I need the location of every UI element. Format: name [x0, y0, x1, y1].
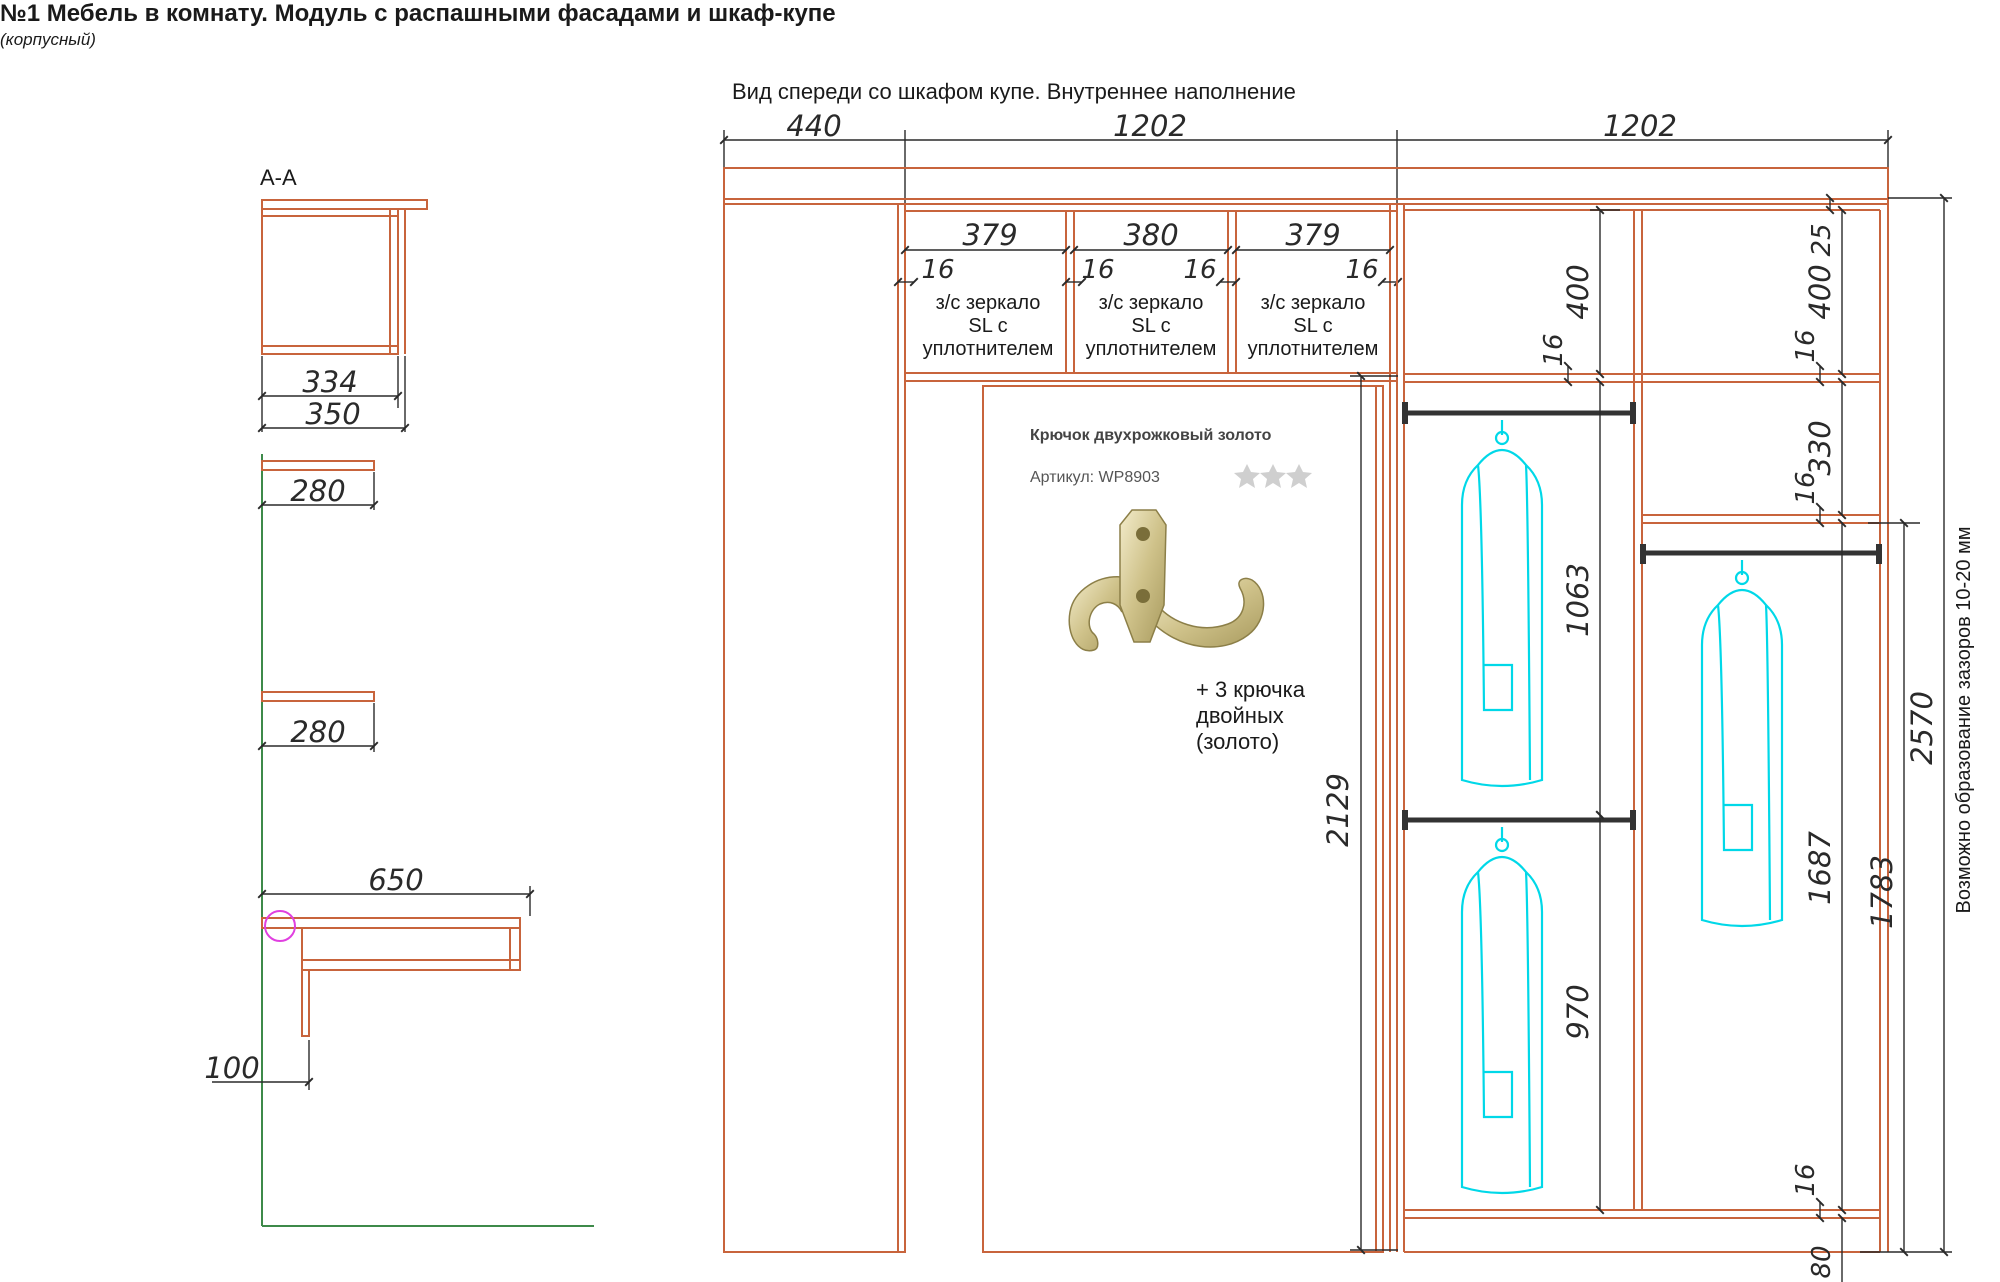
section-view-a-a: А-А 334 350 280 280 [204, 165, 594, 1227]
garment-upper [1460, 420, 1544, 788]
hanging-rail-right [1640, 544, 1882, 564]
dim-16-bottom-right: 16 [1791, 1163, 1821, 1196]
dim-1687: 1687 [1803, 831, 1837, 905]
dim-2570: 2570 [1905, 691, 1939, 765]
svg-text:уплотнителем: уплотнителем [1248, 338, 1379, 360]
cell-label-3: з/с зеркало SL с уплотнителем [1248, 292, 1379, 360]
dim-16-c: 16 [1183, 255, 1216, 285]
rating-stars-icon [1234, 464, 1312, 488]
page-title: №1 Мебель в комнату. Модуль с распашными… [0, 0, 836, 27]
svg-text:з/с зеркало: з/с зеркало [1261, 292, 1366, 314]
dim-16-mid-right: 16 [1791, 471, 1821, 504]
dim-100: 100 [204, 1051, 259, 1085]
dim-1063: 1063 [1561, 563, 1595, 637]
dim-280-lower: 280 [290, 715, 345, 749]
hook-note-line1: + 3 крючка [1196, 677, 1306, 702]
dim-16-a: 16 [921, 255, 954, 285]
svg-text:уплотнителем: уплотнителем [1086, 338, 1217, 360]
svg-text:з/с зеркало: з/с зеркало [936, 292, 1041, 314]
garment-right [1700, 560, 1784, 928]
dim-16-b: 16 [1081, 255, 1114, 285]
dim-400-right: 400 [1803, 264, 1837, 319]
svg-text:SL с: SL с [1293, 315, 1332, 337]
front-view: Вид спереди со шкафом купе. Внутреннее н… [719, 79, 1975, 1282]
page-subtitle: (корпусный) [0, 30, 96, 49]
double-hook-icon [1068, 509, 1265, 652]
section-label: А-А [260, 165, 297, 190]
svg-text:з/с зеркало: з/с зеркало [1099, 292, 1204, 314]
dim-379-left: 379 [962, 218, 1017, 252]
dim-1783: 1783 [1865, 855, 1899, 929]
hanging-rail-upper [1402, 402, 1636, 424]
dim-16-d: 16 [1345, 255, 1378, 285]
hook-note-line2: двойных [1196, 703, 1284, 728]
hanging-rail-lower [1402, 810, 1636, 830]
cell-label-1: з/с зеркало SL с уплотнителем [923, 292, 1054, 360]
cell-label-2: з/с зеркало SL с уплотнителем [1086, 292, 1217, 360]
garment-lower [1460, 827, 1544, 1195]
dim-280-upper: 280 [290, 474, 345, 508]
dim-400-left: 400 [1561, 264, 1595, 319]
dim-2129: 2129 [1321, 773, 1355, 847]
dim-16-upper-right: 16 [1791, 329, 1821, 362]
hook-card: Крючок двухрожковый золото Артикул: WP89… [1030, 427, 1312, 754]
svg-text:уплотнителем: уплотнителем [923, 338, 1054, 360]
dim-1202-right: 1202 [1603, 109, 1677, 143]
dim-334: 334 [302, 365, 357, 399]
gap-note: Возможно образование зазоров 10-20 мм [1953, 526, 1975, 913]
hook-name: Крючок двухрожковый золото [1030, 427, 1272, 444]
dim-440: 440 [786, 109, 841, 143]
hook-note-line3: (золото) [1196, 729, 1279, 754]
dim-650: 650 [368, 863, 423, 897]
hook-article: Артикул: WP8903 [1030, 469, 1160, 486]
dim-330: 330 [1803, 420, 1837, 475]
dim-350: 350 [305, 397, 360, 431]
dim-380: 380 [1123, 218, 1178, 252]
svg-text:SL с: SL с [1131, 315, 1170, 337]
dim-379-right: 379 [1285, 218, 1340, 252]
dim-1202-left: 1202 [1113, 109, 1187, 143]
dim-970: 970 [1561, 984, 1595, 1039]
dim-80: 80 [1807, 1245, 1837, 1278]
svg-text:SL с: SL с [968, 315, 1007, 337]
front-view-caption: Вид спереди со шкафом купе. Внутреннее н… [732, 79, 1296, 104]
dim-25: 25 [1807, 223, 1837, 256]
dim-16-upper-left: 16 [1539, 333, 1569, 366]
